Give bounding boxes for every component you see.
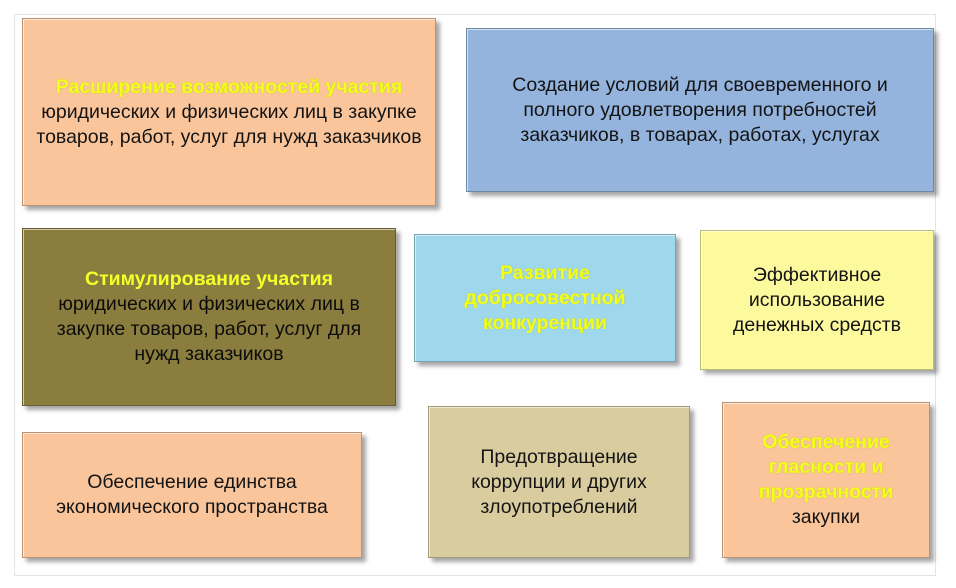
goal-box-stimulate-participation: Стимулирование участия юридических и физ… [22,228,396,406]
goal-text: Предотвращение коррупции и других злоупо… [471,445,647,518]
goal-box-transparency: Обеспечение гласности и прозрачности зак… [722,402,930,558]
goal-highlight: Расширение возможностей участия [55,75,403,98]
goal-box-expand-participation: Расширение возможностей участия юридичес… [22,18,436,206]
slide-frame [14,14,936,576]
goal-box-economic-unity: Обеспечение единства экономического прос… [22,432,362,558]
goal-box-competition: Развитие добросовестной конкуренции [414,234,676,362]
goal-text: закупки [791,506,861,528]
goal-text: юридических и физических лиц в закупке т… [56,293,362,365]
goal-text: Обеспечение единства экономического прос… [56,471,328,518]
goal-text: Эффективное использование денежных средс… [732,263,902,336]
goal-box-anti-corruption: Предотвращение коррупции и других злоупо… [428,406,690,558]
goal-box-efficient-spending: Эффективное использование денежных средс… [700,230,934,370]
goal-text: юридических и физических лиц в закупке т… [36,100,422,148]
goal-highlight: Развитие добросовестной конкуренции [464,261,626,334]
goal-box-meet-needs: Создание условий для своевременного и по… [466,28,934,192]
goal-text: Создание условий для своевременного и по… [512,73,888,146]
goal-highlight: Стимулирование участия [85,268,333,290]
goal-highlight: Обеспечение гласности и прозрачности [758,431,894,503]
